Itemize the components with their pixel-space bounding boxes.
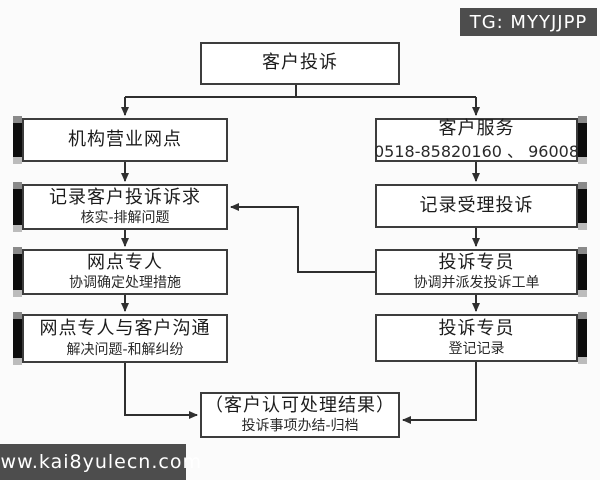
node-complaint-specialist-dispatch: 投诉专员 协调并派发投诉工单 [375, 247, 587, 297]
node-subtitle: 投诉事项办结-归档 [241, 418, 359, 434]
accent-bar [578, 312, 587, 364]
node-title: 网点专人与客户沟通 [39, 318, 211, 339]
node-subtitle: 协调确定处理措施 [69, 275, 181, 291]
accent-bar [13, 116, 22, 164]
node-subtitle: 协调并派发投诉工单 [413, 275, 540, 291]
node-outlet-staff-coordinate: 网点专人 协调确定处理措施 [13, 247, 228, 297]
node-title: 记录受理投诉 [419, 194, 534, 216]
node-subtitle: 登记记录 [448, 341, 505, 357]
node-title: 网点专人 [87, 251, 163, 273]
node-title: 客户服务 [438, 118, 515, 140]
node-title: 记录客户投诉诉求 [49, 186, 201, 208]
accent-bar [578, 247, 587, 297]
tg-watermark-badge: TG: MYYJJPP [460, 8, 597, 36]
accent-bar [578, 182, 587, 230]
node-complaint-specialist-register: 投诉专员 登记记录 [375, 312, 587, 364]
node-title: 客户投诉 [262, 52, 338, 74]
edge-specialist-to-record [230, 203, 375, 273]
edge-right4-to-end [402, 362, 477, 424]
edge-start-split [125, 85, 476, 98]
node-record-accepted-complaint: 记录受理投诉 [375, 182, 587, 230]
node-phone-numbers: 0518-85820160 、 96008 [374, 141, 580, 161]
node-customer-service: 客户服务 0518-85820160 、 96008 [374, 116, 587, 164]
node-title: （客户认可处理结果） [205, 394, 395, 416]
node-subtitle: 解决问题-和解纠纷 [66, 341, 184, 358]
node-title: 投诉专员 [438, 251, 515, 273]
node-result-archived: （客户认可处理结果） 投诉事项办结-归档 [200, 392, 400, 438]
node-branch-outlet: 机构营业网点 [13, 116, 228, 164]
edge-left4-to-end [124, 363, 198, 419]
node-outlet-staff-communicate: 网点专人与客户沟通 解决问题-和解纠纷 [13, 312, 228, 365]
node-title: 投诉专员 [438, 317, 515, 339]
accent-bar [13, 182, 22, 232]
accent-bar [13, 312, 22, 365]
node-subtitle: 核实-排解问题 [80, 210, 170, 226]
node-record-complaint-request: 记录客户投诉诉求 核实-排解问题 [13, 182, 228, 232]
node-customer-complaint: 客户投诉 [200, 42, 400, 85]
website-watermark-badge: www.kai8yulecn.com [0, 444, 201, 480]
node-title: 机构营业网点 [68, 128, 182, 150]
accent-bar [578, 116, 587, 164]
accent-bar [13, 247, 22, 297]
